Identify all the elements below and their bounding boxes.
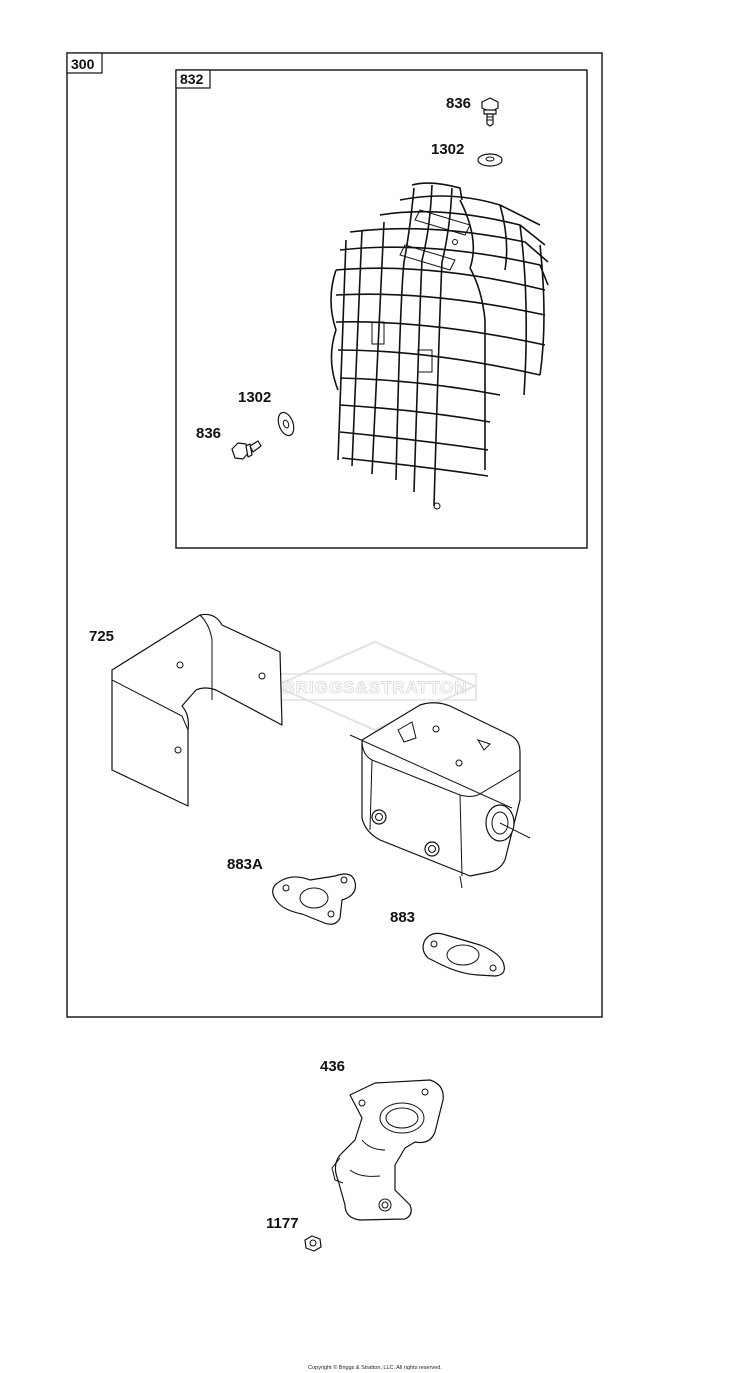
outer-group-frame xyxy=(66,52,603,1018)
bolt-836-left[interactable] xyxy=(231,440,262,460)
muffler-body[interactable] xyxy=(349,702,531,889)
gasket-883[interactable] xyxy=(422,932,505,977)
label-washer-1302-top[interactable]: 1302 xyxy=(431,141,464,158)
bolt-836-top[interactable] xyxy=(481,97,499,127)
heat-shield-725[interactable] xyxy=(111,613,283,807)
label-heat-shield-725[interactable]: 725 xyxy=(89,628,114,645)
label-gasket-883[interactable]: 883 xyxy=(390,909,415,926)
exhaust-pipe-436[interactable] xyxy=(331,1079,444,1221)
outer-group-tag-label[interactable]: 300 xyxy=(71,56,95,72)
inner-group-tag xyxy=(175,69,211,89)
label-washer-1302-left[interactable]: 1302 xyxy=(238,389,271,406)
label-bolt-836-left[interactable]: 836 xyxy=(196,425,221,442)
muffler-guard-cage[interactable] xyxy=(330,182,549,510)
inner-group-tag-label[interactable]: 832 xyxy=(180,71,204,87)
copyright-notice: Copyright © Briggs & Stratton, LLC. All … xyxy=(308,1364,442,1371)
label-bolt-836-top[interactable]: 836 xyxy=(446,95,471,112)
inner-group-frame xyxy=(175,69,588,549)
washer-1302-top[interactable] xyxy=(477,153,503,167)
label-exhaust-pipe-436[interactable]: 436 xyxy=(320,1058,345,1075)
label-nut-1177[interactable]: 1177 xyxy=(266,1215,299,1232)
watermark-text: BRIGGS&STRATTON xyxy=(282,678,467,697)
outer-group-tag xyxy=(66,52,103,74)
washer-1302-left[interactable] xyxy=(275,410,296,437)
nut-1177[interactable] xyxy=(304,1235,322,1252)
label-gasket-883a[interactable]: 883A xyxy=(227,856,263,873)
gasket-883a[interactable] xyxy=(272,873,357,925)
